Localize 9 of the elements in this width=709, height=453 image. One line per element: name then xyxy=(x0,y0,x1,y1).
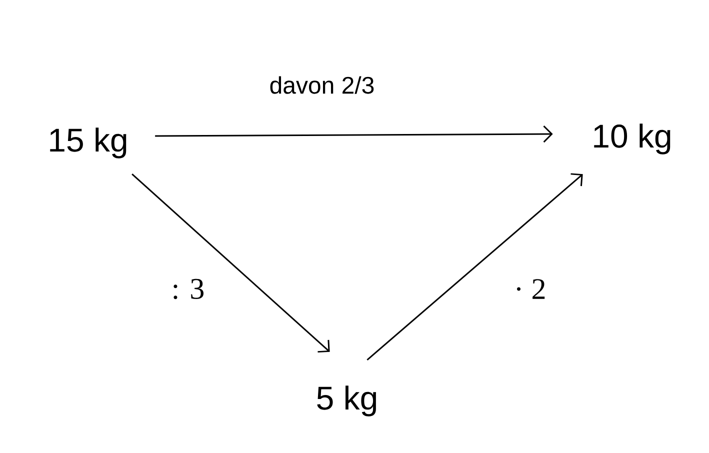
arrow xyxy=(366,173,583,360)
edge-label: · 2 xyxy=(512,278,548,300)
value-text: 10 kg xyxy=(594,124,670,154)
value-text: 5 kg xyxy=(317,386,376,416)
arrow xyxy=(155,126,553,143)
value-text: 15 kg xyxy=(50,128,126,158)
arrow xyxy=(132,174,330,353)
edge-label: : 3 xyxy=(170,278,206,300)
edge-label: davon 2/3 xyxy=(268,75,376,95)
